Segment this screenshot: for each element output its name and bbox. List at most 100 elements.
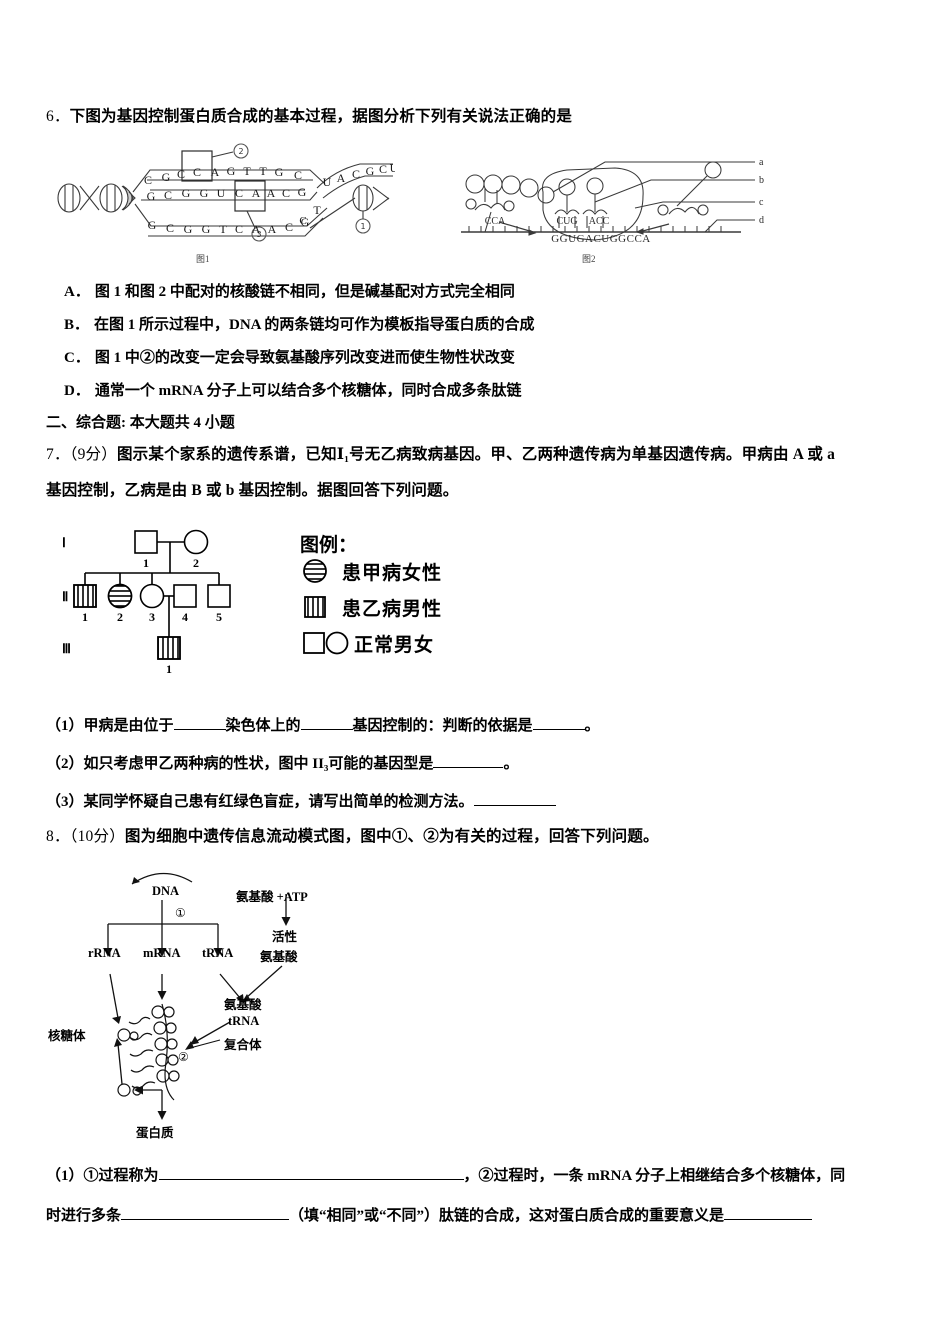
svg-text:C: C (193, 165, 201, 179)
flow-label-complex-line2: tRNA (228, 1014, 260, 1028)
svg-text:A: A (337, 171, 346, 185)
option-a-text: 图 1 和图 2 中配对的核酸链不相同，但是碱基配对方式完全相同 (94, 284, 515, 300)
svg-text:A: A (252, 222, 261, 236)
generation-label-3: Ⅲ (62, 641, 71, 656)
pedigree-legend: 图例： 患甲病女性 患乙病男性 (300, 530, 500, 660)
svg-text:d: d (759, 215, 764, 226)
svg-text:C: C (235, 222, 243, 236)
legend-item-affected-female-disease-a: 患甲病女性 (302, 556, 442, 586)
svg-text:GGUGACUGGCCA: GGUGACUGGCCA (551, 233, 651, 245)
svg-text:3: 3 (149, 610, 155, 624)
svg-text:G: G (148, 218, 157, 232)
figure-1-caption: 图1 (196, 254, 210, 264)
option-c-letter: C． (64, 350, 90, 366)
svg-text:T: T (243, 164, 251, 178)
svg-text:1: 1 (166, 662, 172, 675)
svg-text:G: G (275, 165, 284, 179)
legend-label-1: 患乙病男性 (342, 598, 443, 620)
flow-label-rrna: rRNA (88, 946, 121, 960)
q7-sub2-blank-1[interactable] (433, 752, 504, 768)
square-vertical-icon (304, 596, 326, 618)
q7-sub3-prefix: （3）某同学怀疑自己患有红绿色盲症，请写出简单的检测方法。 (46, 794, 474, 810)
generation-label-1: Ⅰ (62, 535, 66, 550)
circle-horizontal-icon (303, 559, 327, 583)
question-8-sub-1-line-2: 时进行多条 （填“相同”或“不同”）肽链的合成，这对蛋白质合成的重要意义是 (46, 1204, 813, 1225)
svg-text:a: a (759, 157, 764, 168)
q8-sub2-a: 时进行多条 (46, 1208, 122, 1224)
question-6-stem: 6．下图为基因控制蛋白质合成的基本过程，据图分析下列有关说法正确的是 (46, 104, 572, 126)
svg-text:C: C (164, 188, 172, 202)
svg-text:C: C (282, 186, 290, 200)
svg-text:U: U (390, 161, 395, 175)
q8-sub1-blank-2[interactable] (121, 1204, 290, 1220)
question-7-stem-text-2: 基因控制，乙病是由 B 或 b 基因控制。据图回答下列问题。 (46, 482, 459, 499)
svg-text:G: G (227, 164, 236, 178)
svg-text:A: A (211, 165, 220, 179)
svg-text:C: C (144, 173, 152, 187)
question-8-score: （10分） (69, 828, 125, 845)
svg-text:C: C (166, 221, 174, 235)
legend-item-affected-male-disease-b: 患乙病男性 (302, 592, 442, 622)
pedigree-chart: 1 2 1 2 3 4 5 1 Ⅰ Ⅱ Ⅲ (62, 525, 312, 676)
generation-label-2: Ⅱ (62, 589, 68, 604)
figure-2-diagram: CCA CUG ACC GGUGACUGGCCA a b c d (455, 140, 775, 260)
svg-text:4: 4 (182, 610, 188, 624)
q8-sub2-b: （填“相同”或“不同”）肽链的合成，这对蛋白质合成的重要意义是 (289, 1208, 725, 1224)
q8-sub1-a: （1）①过程称为 (46, 1168, 159, 1184)
svg-text:C: C (379, 162, 387, 176)
q7-sub2-prefix: （2）如只考虑甲乙两种病的性状，图中 II₃可能的基因型是 (46, 756, 434, 772)
flow-label-ribosome: 核糖体 (48, 1029, 86, 1043)
q7-sub1-prefix: （1）甲病是由位于 (46, 718, 174, 734)
flow-label-amino-acid-atp: 氨基酸 +ATP (236, 890, 308, 904)
svg-text:U: U (217, 186, 226, 200)
svg-text:T: T (259, 164, 267, 178)
question-8-sub-1-line-1: （1）①过程称为 ，②过程时，一条 mRNA 分子上相继结合多个核糖体，同 (46, 1164, 845, 1185)
question-7-stem-line-1: 7．（9分）图示某个家系的遗传系谱，已知Ⅰ₁号无乙病致病基因。甲、乙两种遗传病为… (46, 442, 835, 464)
figure-2-codon-left: CCA (485, 216, 506, 227)
q7-sub1-blank-3[interactable] (532, 714, 585, 730)
legend-label-0: 患甲病女性 (342, 562, 443, 584)
svg-text:C: C (294, 168, 302, 182)
svg-text:C: C (352, 167, 360, 181)
svg-text:5: 5 (216, 610, 222, 624)
svg-text:G: G (182, 186, 191, 200)
square-circle-normal-icon (303, 631, 349, 655)
option-b-text: 在图 1 所示过程中，DNA 的两条链均可作为模板指导蛋白质的合成 (94, 317, 535, 333)
svg-text:G: G (298, 185, 307, 199)
svg-text:C: C (299, 215, 306, 227)
q7-sub1-blank-2[interactable] (300, 714, 353, 730)
q7-sub1-blank-1[interactable] (173, 714, 226, 730)
svg-text:G: G (200, 186, 209, 200)
svg-text:2: 2 (238, 147, 243, 156)
q8-sub1-blank-3[interactable] (724, 1204, 813, 1220)
legend-label-2: 正常男女 (354, 634, 435, 656)
flow-label-active-aa-line2: 氨基酸 (260, 950, 298, 964)
svg-text:G: G (202, 222, 211, 236)
svg-text:2: 2 (117, 610, 123, 624)
option-b[interactable]: B．在图 1 所示过程中，DNA 的两条链均可作为模板指导蛋白质的合成 (64, 313, 534, 334)
q8-sub1-b: ，②过程时，一条 mRNA 分子上相继结合多个核糖体，同 (463, 1168, 846, 1184)
flow-label-trna: tRNA (202, 946, 234, 960)
option-c[interactable]: C．图 1 中②的改变一定会导致氨基酸序列改变进而使生物性状改变 (64, 346, 515, 367)
question-6-number: 6． (46, 108, 70, 125)
flow-label-active-aa-line1: 活性 (272, 930, 298, 944)
question-7-sub-3: （3）某同学怀疑自己患有红绿色盲症，请写出简单的检测方法。 (46, 790, 556, 811)
flow-label-complex-line1: 氨基酸 (224, 998, 262, 1012)
option-d-letter: D． (64, 383, 90, 399)
option-b-letter: B． (64, 317, 90, 333)
svg-text:1: 1 (82, 610, 88, 624)
svg-text:A: A (252, 186, 261, 200)
flow-label-process-1: ① (175, 906, 186, 920)
legend-title: 图例： (300, 535, 358, 556)
q8-sub1-blank-1[interactable] (158, 1164, 464, 1180)
q7-sub3-blank-1[interactable] (473, 790, 556, 806)
option-a-letter: A． (64, 284, 90, 300)
option-d[interactable]: D．通常一个 mRNA 分子上可以结合多个核糖体，同时合成多条肽链 (64, 379, 522, 400)
svg-text:G: G (162, 170, 171, 184)
genetic-information-flow-diagram (70, 862, 370, 1147)
option-a[interactable]: A．图 1 和图 2 中配对的核酸链不相同，但是碱基配对方式完全相同 (64, 280, 515, 301)
question-8-stem: 8．（10分）图为细胞中遗传信息流动模式图，图中①、②为有关的过程，回答下列问题… (46, 824, 659, 846)
question-7-stem-text-1: 图示某个家系的遗传系谱，已知Ⅰ₁号无乙病致病基因。甲、乙两种遗传病为单基因遗传病… (116, 446, 836, 463)
flow-label-complex-line3: 复合体 (224, 1038, 262, 1052)
